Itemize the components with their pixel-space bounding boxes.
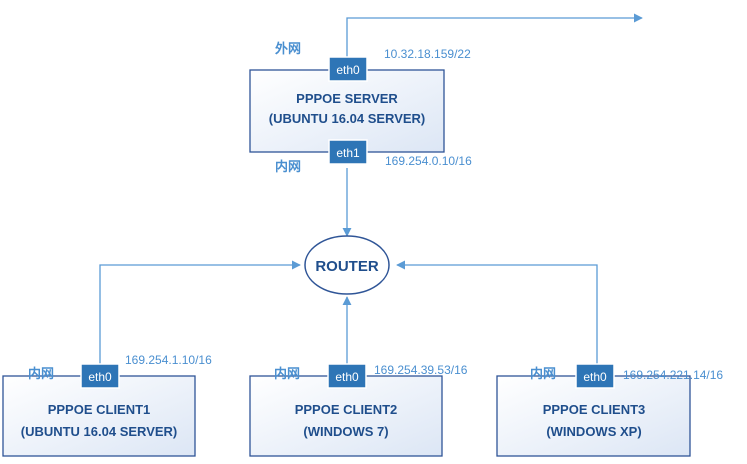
client1-title-line2: (UBUNTU 16.04 SERVER) bbox=[21, 424, 178, 439]
server-eth0-label: eth0 bbox=[336, 63, 360, 77]
client1-box bbox=[2, 375, 196, 457]
router-node: ROUTER bbox=[304, 235, 390, 295]
client1-zone: 内网 bbox=[28, 366, 54, 381]
server-eth1-port bbox=[328, 139, 368, 165]
server-eth0-ip: 10.32.18.159/22 bbox=[384, 47, 471, 61]
client1-title-line1: PPPOE CLIENT1 bbox=[48, 402, 151, 417]
pppoe-client2-node: eth0 PPPOE CLIENT2 (WINDOWS 7) 内网 169.25… bbox=[249, 363, 468, 457]
connections bbox=[99, 13, 643, 364]
client3-title-line2: (WINDOWS XP) bbox=[546, 424, 641, 439]
client3-eth0-port bbox=[575, 363, 615, 389]
pppoe-client1-node: eth0 PPPOE CLIENT1 (UBUNTU 16.04 SERVER)… bbox=[2, 353, 212, 457]
client1-ip: 169.254.1.10/16 bbox=[125, 353, 212, 367]
client1-to-router-line bbox=[99, 260, 301, 364]
server-eth1-ip: 169.254.0.10/16 bbox=[385, 154, 472, 168]
client2-ip: 169.254.39.53/16 bbox=[374, 363, 468, 377]
server-eth0-port bbox=[328, 56, 368, 82]
client3-eth0-label: eth0 bbox=[583, 370, 607, 384]
server-box bbox=[249, 69, 445, 153]
pppoe-client3-node: eth0 PPPOE CLIENT3 (WINDOWS XP) 内网 169.2… bbox=[496, 363, 723, 457]
client2-eth0-label: eth0 bbox=[335, 370, 359, 384]
client1-eth0-label: eth0 bbox=[88, 370, 112, 384]
client3-zone: 内网 bbox=[530, 366, 556, 381]
router-ellipse bbox=[304, 235, 390, 295]
server-zone-lan: 内网 bbox=[275, 159, 301, 174]
client3-to-router-line bbox=[396, 260, 598, 364]
client2-zone: 内网 bbox=[274, 366, 300, 381]
client2-eth0-port bbox=[327, 363, 367, 389]
client2-title-line1: PPPOE CLIENT2 bbox=[295, 402, 398, 417]
client3-ip: 169.254.221.14/16 bbox=[623, 368, 723, 382]
client2-title-line2: (WINDOWS 7) bbox=[303, 424, 388, 439]
pppoe-server-node: eth0 eth1 PPPOE SERVER (UBUNTU 16.04 SER… bbox=[249, 41, 472, 174]
router-label: ROUTER bbox=[315, 258, 379, 275]
client3-box bbox=[496, 375, 691, 457]
client3-title-line1: PPPOE CLIENT3 bbox=[543, 402, 646, 417]
uplink-line bbox=[346, 13, 643, 58]
client1-eth0-port bbox=[80, 363, 120, 389]
server-eth1-label: eth1 bbox=[336, 146, 360, 160]
server-zone-wan: 外网 bbox=[274, 41, 301, 56]
server-title-line1: PPPOE SERVER bbox=[296, 91, 398, 106]
server-title-line2: (UBUNTU 16.04 SERVER) bbox=[269, 111, 426, 126]
